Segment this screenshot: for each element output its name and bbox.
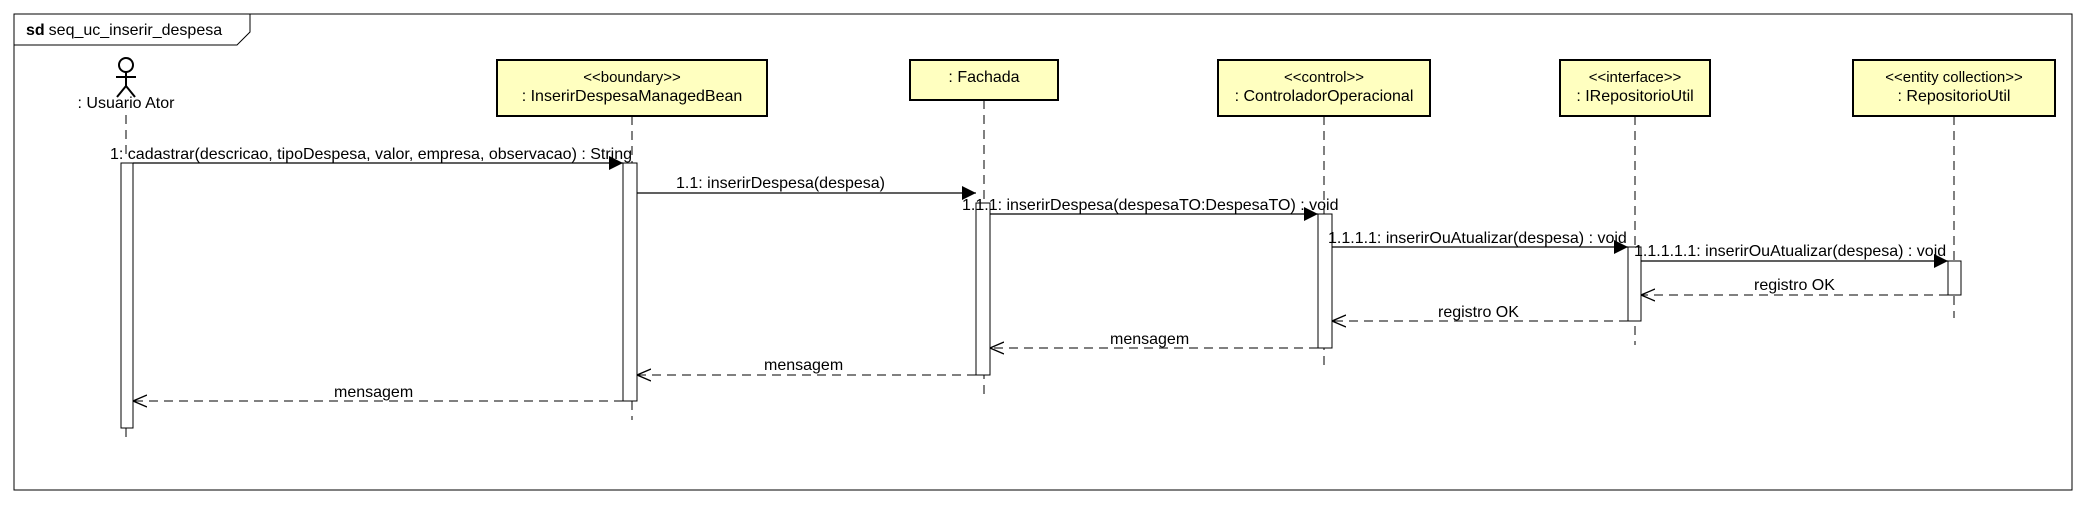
activation-bar-managed-bean [622, 162, 638, 402]
message-label: mensagem [1110, 331, 1189, 348]
actor-usuario: : Usuario Ator [78, 57, 176, 112]
message-label: registro OK [1438, 304, 1519, 321]
message-1-1-1-inserir-despesa-to: 1.1.1: inserirDespesa(despesaTO:DespesaT… [962, 197, 1338, 221]
lifeline-name: : InserirDespesaManagedBean [522, 88, 743, 105]
lifeline-name: : Fachada [948, 69, 1019, 86]
lifeline-name: : IRepositorioUtil [1576, 88, 1693, 105]
message-1-1-inserir-despesa: 1.1: inserirDespesa(despesa) [637, 175, 976, 200]
lifeline-controlador-operacional: <<control>> : ControladorOperacional [1217, 59, 1431, 117]
message-label: 1.1.1: inserirDespesa(despesaTO:DespesaT… [962, 197, 1338, 214]
actor-name: : Usuario Ator [78, 95, 176, 112]
message-label: 1.1.1.1.1: inserirOuAtualizar(despesa) :… [1634, 243, 1946, 260]
activation-bars [120, 162, 1962, 429]
activation-bar-repositorio [1947, 260, 1962, 296]
lifeline-stereotype: <<entity collection>> [1885, 69, 2023, 86]
lifeline-fachada: : Fachada [909, 59, 1059, 101]
activation-bar-irepositorio [1627, 246, 1642, 322]
activation-bar-actor [120, 162, 134, 429]
return-mensagem-controlador: mensagem [990, 331, 1318, 348]
message-label: mensagem [334, 384, 413, 401]
message-label: 1: cadastrar(descricao, tipoDespesa, val… [110, 146, 632, 163]
activation-bar-fachada [975, 202, 991, 376]
message-1-cadastrar: 1: cadastrar(descricao, tipoDespesa, val… [110, 146, 632, 170]
lifeline-stereotype: <<boundary>> [583, 69, 681, 86]
message-label: mensagem [764, 357, 843, 374]
message-label: 1.1: inserirDespesa(despesa) [676, 175, 885, 192]
actor-stick-figure-icon [116, 57, 136, 98]
lifeline-name: : RepositorioUtil [1898, 88, 2011, 105]
lifeline-irepositorio-util: <<interface>> : IRepositorioUtil [1559, 59, 1711, 117]
lifeline-inserir-despesa-managed-bean: <<boundary>> : InserirDespesaManagedBean [496, 59, 768, 117]
return-mensagem-managed-bean: mensagem [133, 384, 623, 401]
return-registro-ok-repositorio: registro OK [1641, 277, 1948, 295]
lifeline-stereotype: <<control>> [1284, 69, 1364, 86]
frame-name: seq_uc_inserir_despesa [49, 22, 223, 39]
lifeline-name: : ControladorOperacional [1235, 88, 1414, 105]
frame-keyword: sd [26, 22, 45, 39]
message-1-1-1-1-1-inserir-ou-atualizar: 1.1.1.1.1: inserirOuAtualizar(despesa) :… [1634, 243, 1948, 268]
lifeline-repositorio-util: <<entity collection>> : RepositorioUtil [1852, 59, 2056, 117]
return-mensagem-fachada: mensagem [637, 357, 976, 375]
return-registro-ok-irepositorio: registro OK [1332, 304, 1628, 321]
activation-bar-controlador [1317, 213, 1333, 349]
message-label: 1.1.1.1: inserirOuAtualizar(despesa) : v… [1328, 230, 1627, 247]
message-1-1-1-1-inserir-ou-atualizar: 1.1.1.1: inserirOuAtualizar(despesa) : v… [1328, 230, 1628, 254]
message-label: registro OK [1754, 277, 1835, 294]
lifeline-stereotype: <<interface>> [1589, 69, 1682, 86]
